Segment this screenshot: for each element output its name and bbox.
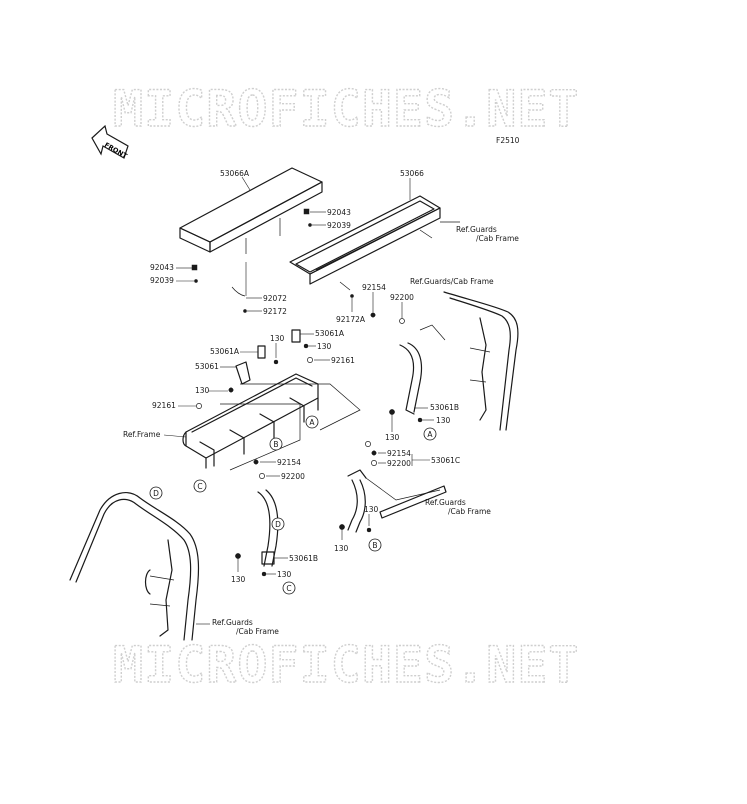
clip-92039-right xyxy=(308,223,312,227)
callout-c-lower xyxy=(282,581,296,595)
label-130-upper-right-b: 130 xyxy=(385,433,400,442)
guard-frame-left-lower xyxy=(69,492,200,641)
belt-latch-53061A-right xyxy=(291,329,301,343)
label-92154-upper: 92154 xyxy=(362,283,386,292)
svg-text:B: B xyxy=(273,440,278,449)
callout-b-left xyxy=(269,437,283,451)
clip-92043-left xyxy=(191,264,198,271)
callout-a-left xyxy=(305,415,319,429)
label-53061B-upper: 53061B xyxy=(430,403,459,412)
clip-92039-left xyxy=(194,279,198,283)
washer-92161-right xyxy=(307,357,313,363)
ref-guards-3: Ref.Guards xyxy=(425,498,466,507)
svg-text:B: B xyxy=(372,541,377,550)
bolt-130-c xyxy=(228,387,234,393)
label-92039-right: 92039 xyxy=(327,221,351,230)
label-53066A: 53066A xyxy=(220,169,250,178)
callout-d-left xyxy=(149,486,163,500)
ref-cab-frame-3: /Cab Frame xyxy=(448,507,491,516)
washer-92200-lower-left xyxy=(259,473,265,479)
seat-cushion-left xyxy=(179,167,323,254)
label-130-lower-left-b: 130 xyxy=(277,570,292,579)
label-92172A: 92172A xyxy=(336,315,366,324)
seat-frame xyxy=(182,373,361,471)
ref-cab-frame-1: /Cab Frame xyxy=(476,234,519,243)
callout-b-center xyxy=(368,538,382,552)
ref-frame: Ref.Frame xyxy=(123,430,161,439)
nut-130-lower-left xyxy=(261,571,267,577)
clip-92172A xyxy=(350,294,354,298)
label-92072: 92072 xyxy=(263,294,287,303)
bolt-92154-center xyxy=(371,450,377,456)
label-92154-lower-left: 92154 xyxy=(277,458,301,467)
label-92161-left: 92161 xyxy=(152,401,176,410)
bolt-130-a xyxy=(303,343,309,349)
callout-a-right xyxy=(423,427,437,441)
clip-92043-right xyxy=(303,208,310,215)
label-130-lower-left: 130 xyxy=(231,575,246,584)
svg-text:D: D xyxy=(153,489,159,498)
bolt-130-b xyxy=(273,359,279,365)
label-130-b: 130 xyxy=(270,334,285,343)
label-92172: 92172 xyxy=(263,307,287,316)
label-92200-center: 92200 xyxy=(387,459,411,468)
label-92043-left: 92043 xyxy=(150,263,174,272)
bolt-130-center xyxy=(339,524,345,530)
svg-text:C: C xyxy=(286,584,291,593)
label-130-upper-right: 130 xyxy=(436,416,451,425)
belt-buckle-53061 xyxy=(235,361,251,385)
washer-92200-center xyxy=(371,460,377,466)
bolt-92154-lower-left xyxy=(253,459,259,465)
nut-130-upper-right xyxy=(417,417,423,423)
label-53061C: 53061C xyxy=(431,456,460,465)
ref-guards-cab-2: Ref.Guards/Cab Frame xyxy=(410,277,494,286)
belt-latch-53061A-left xyxy=(257,345,266,359)
seat-belt-right xyxy=(399,324,446,415)
bolt-130-upper-right xyxy=(389,409,395,415)
figure-code: F2510 xyxy=(496,136,520,145)
svg-text:A: A xyxy=(309,418,315,427)
label-92161-right: 92161 xyxy=(331,356,355,365)
clip-92172 xyxy=(243,309,247,313)
ref-cab-frame-4: /Cab Frame xyxy=(236,627,279,636)
label-53061A-right: 53061A xyxy=(315,329,345,338)
guard-frame-right-upper xyxy=(443,291,519,431)
nut-130-center xyxy=(366,527,372,533)
label-92200-upper: 92200 xyxy=(390,293,414,302)
callout-d-center xyxy=(271,517,285,531)
label-92043-right: 92043 xyxy=(327,208,351,217)
svg-text:A: A xyxy=(427,430,433,439)
label-53061A-left: 53061A xyxy=(210,347,240,356)
callout-c-left xyxy=(193,479,207,493)
label-53061B-lower: 53061B xyxy=(289,554,318,563)
watermark-bottom: MICROFICHES.NET xyxy=(113,636,580,694)
label-92154-center: 92154 xyxy=(387,449,411,458)
label-130-center-b: 130 xyxy=(364,505,379,514)
label-92039-left: 92039 xyxy=(150,276,174,285)
washer-92200-upper xyxy=(399,318,405,324)
guard-bar-center xyxy=(379,485,447,519)
label-130-center: 130 xyxy=(334,544,349,553)
washer-center xyxy=(365,441,371,447)
watermark-top: MICROFICHES.NET xyxy=(113,80,580,138)
label-130-a: 130 xyxy=(317,342,332,351)
label-53061: 53061 xyxy=(195,362,219,371)
label-92200-lower-left: 92200 xyxy=(281,472,305,481)
ref-guards-1: Ref.Guards xyxy=(456,225,497,234)
svg-text:D: D xyxy=(275,520,281,529)
label-130-c: 130 xyxy=(195,386,210,395)
seat-cushion-right xyxy=(289,195,460,291)
label-53066: 53066 xyxy=(400,169,424,178)
svg-text:C: C xyxy=(197,482,202,491)
washer-92161-left xyxy=(196,403,202,409)
bolt-130-lower-left xyxy=(235,553,241,559)
ref-guards-4: Ref.Guards xyxy=(212,618,253,627)
strap-92072 xyxy=(231,286,246,297)
bolt-92154-upper xyxy=(370,312,376,318)
